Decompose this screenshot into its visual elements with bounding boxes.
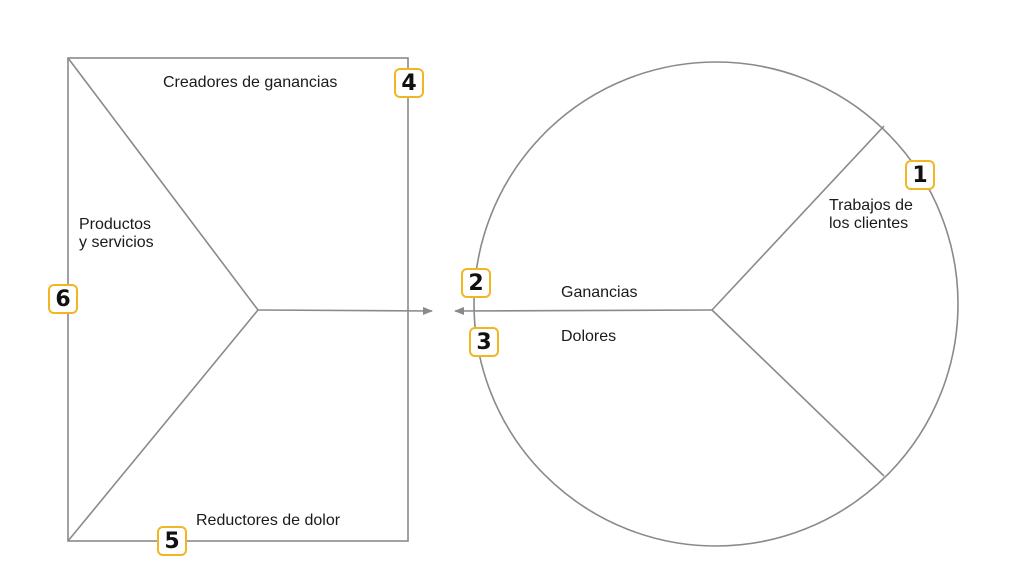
badge-products-services: 6 — [48, 284, 78, 314]
badge-gain-creators: 4 — [394, 68, 424, 98]
products-services-line-2: y servicios — [79, 234, 154, 251]
products-services-label: Productos y servicios — [79, 216, 154, 252]
pain-relievers-label: Reductores de dolor — [196, 512, 341, 529]
value-map-upper-divider — [67, 57, 259, 311]
customer-jobs-label: Trabajos de los clientes — [829, 197, 913, 233]
value-map-square — [67, 57, 409, 542]
customer-profile-lower-divider — [711, 309, 885, 477]
gains-label: Ganancias — [561, 284, 638, 301]
pains-label: Dolores — [561, 328, 617, 345]
arrow-to-value-map — [454, 306, 713, 315]
customer-jobs-line-1: Trabajos de — [829, 197, 913, 214]
badge-pain-relievers: 5 — [157, 526, 187, 556]
badge-customer-jobs: 1 — [905, 160, 935, 190]
badge-gains: 2 — [461, 268, 491, 298]
gain-creators-label: Creadores de ganancias — [163, 74, 338, 91]
products-services-line-1: Productos — [79, 216, 152, 233]
customer-profile-circle — [473, 61, 959, 547]
value-map-lower-divider — [67, 309, 259, 542]
customer-jobs-line-2: los clientes — [829, 215, 909, 232]
badge-pains: 3 — [469, 327, 499, 357]
arrow-to-customer-profile — [257, 306, 433, 315]
customer-profile-upper-divider — [711, 125, 885, 311]
